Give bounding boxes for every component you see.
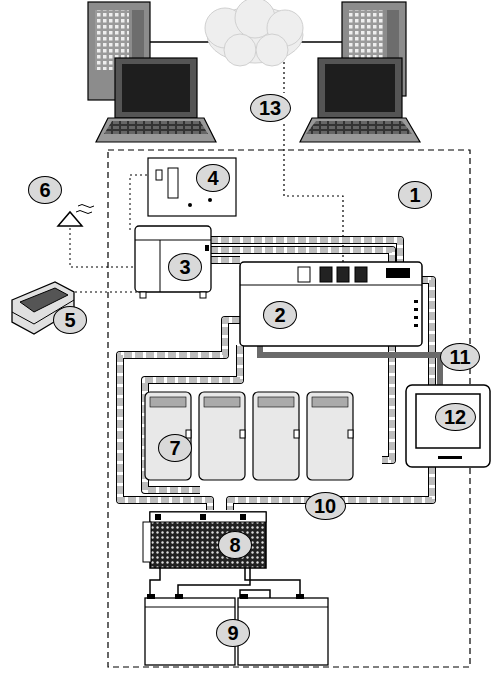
- right-computer: [300, 2, 420, 142]
- touch-panel: [406, 385, 490, 467]
- control-panel: [240, 262, 422, 346]
- cloud: [205, 0, 303, 66]
- power-supply: [143, 512, 266, 568]
- keypad-wire: [75, 292, 137, 293]
- callout-number: 13: [250, 94, 291, 122]
- callout-number: 11: [440, 343, 480, 371]
- power-modules: [145, 392, 353, 480]
- control-module: [135, 226, 211, 298]
- left-computer: [88, 2, 216, 142]
- callout-number: 3: [168, 253, 202, 281]
- callout-number: 4: [196, 164, 230, 192]
- antenna: [58, 205, 94, 227]
- callout-number: 8: [218, 531, 252, 559]
- callout-number: 5: [53, 306, 87, 334]
- callout-number: 6: [28, 176, 62, 204]
- battery-link: [240, 590, 270, 598]
- battery-wires: [150, 512, 300, 598]
- antenna-wire: [70, 228, 137, 267]
- batteries: [145, 594, 328, 665]
- board-wire: [130, 175, 150, 230]
- callout-number: 1: [398, 181, 432, 209]
- callout-number: 2: [263, 301, 297, 329]
- callout-number: 10: [305, 492, 346, 520]
- expansion-board: [148, 158, 236, 216]
- callout-number: 12: [435, 403, 476, 431]
- callout-number: 9: [216, 619, 250, 647]
- panel-cable: [260, 345, 440, 385]
- callout-number: 7: [158, 434, 192, 462]
